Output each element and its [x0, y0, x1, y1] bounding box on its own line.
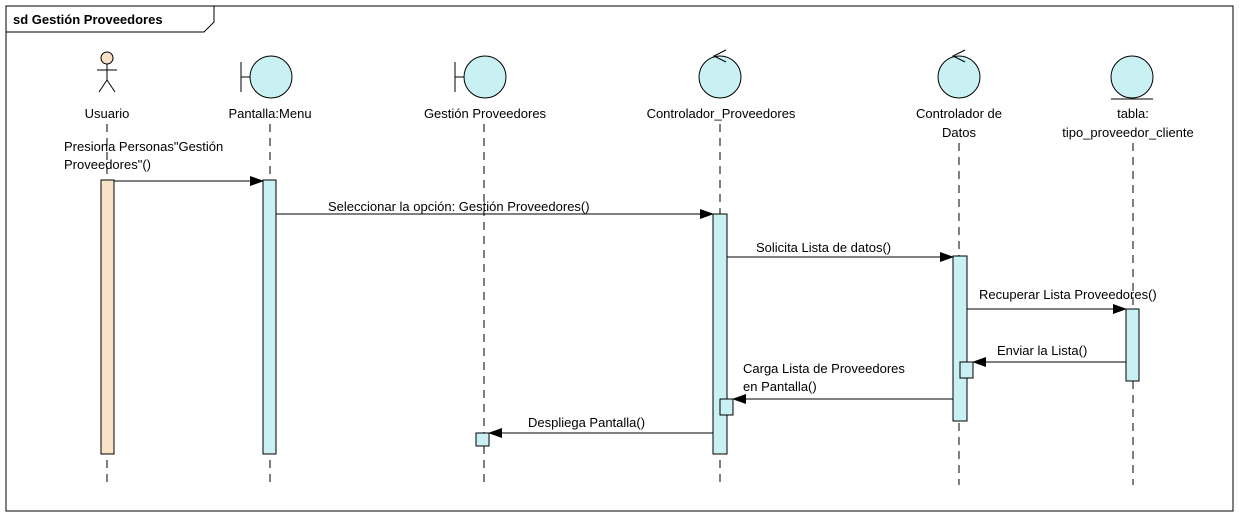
activation-bar-controlador-proveedores — [712, 213, 728, 455]
frame-title: sd Gestión Proveedores — [13, 12, 163, 27]
activation-bar-controlador-datos-self — [959, 361, 974, 379]
activation-bar-controlador-datos — [952, 255, 968, 422]
lifeline-label-tabla-line2: tipo_proveedor_cliente — [1062, 125, 1194, 140]
message-label-m6-line2: en Pantalla() — [743, 379, 817, 394]
message-label-m5: Enviar la Lista() — [997, 343, 1087, 358]
actor-icon — [97, 51, 117, 93]
activation-bar-tabla — [1125, 308, 1140, 382]
activation-bar-usuario — [100, 179, 115, 455]
entity-icon — [1110, 55, 1154, 100]
lifeline-label-controlador-datos-line1: Controlador de — [916, 106, 1002, 121]
lifeline-label-tabla-line1: tabla: — [1117, 106, 1149, 121]
activation-bar-gestion-proveedores — [475, 432, 490, 447]
message-label-m2: Seleccionar la opción: Gestión Proveedor… — [328, 199, 590, 214]
lifeline-label-controlador-proveedores: Controlador_Proveedores — [647, 106, 796, 121]
message-label-m1-line2: Proveedores"() — [64, 157, 151, 172]
message-label-m6-line1: Carga Lista de Proveedores — [743, 361, 905, 376]
frame-title-tab — [6, 5, 215, 33]
boundary-icon — [454, 55, 507, 99]
lifeline-label-controlador-datos-line2: Datos — [942, 125, 976, 140]
message-label-m1-line1: Presiona Personas"Gestión — [64, 139, 223, 154]
control-icon — [937, 49, 981, 99]
message-label-m4: Recuperar Lista Proveedores() — [979, 287, 1157, 302]
activation-bar-controlador-proveedores-self — [719, 398, 734, 416]
lifeline-label-pantalla-menu: Pantalla:Menu — [228, 106, 311, 121]
lifeline-label-usuario: Usuario — [85, 106, 130, 121]
lifeline-label-gestion-proveedores: Gestión Proveedores — [424, 106, 547, 121]
message-label-m7: Despliega Pantalla() — [528, 415, 645, 430]
diagram-frame — [5, 5, 1234, 512]
control-icon — [698, 49, 742, 99]
boundary-icon — [240, 55, 293, 99]
activation-bar-pantalla-menu — [262, 179, 277, 455]
message-label-m3: Solicita Lista de datos() — [756, 240, 891, 255]
